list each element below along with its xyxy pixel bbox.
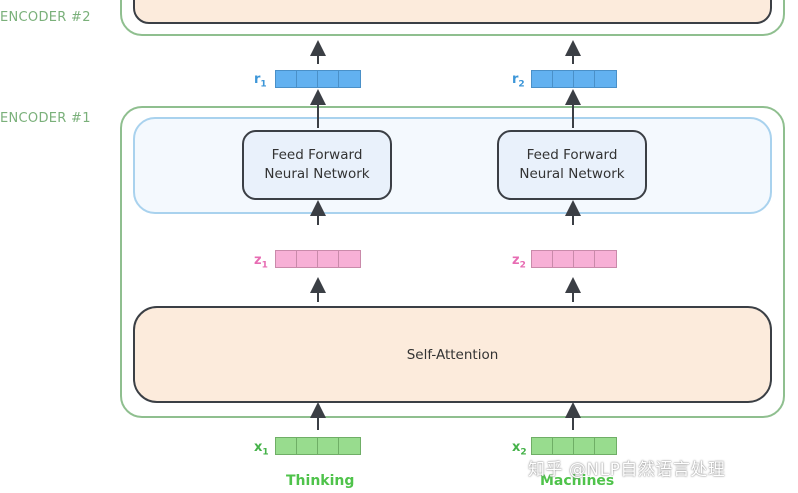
x1-vector: [275, 437, 361, 455]
x2-vector: [531, 437, 617, 455]
encoder-1-box: [120, 106, 785, 418]
self-attention-label: Self-Attention: [406, 346, 499, 363]
ff-left-line2: Neural Network: [264, 166, 370, 182]
x2-label: x2: [512, 440, 527, 458]
x1-label: x1: [254, 440, 269, 458]
word-thinking: Thinking: [286, 473, 355, 489]
watermark: 知乎 @NLP自然语言处理: [528, 460, 726, 480]
ff-right-line1: Feed Forward: [526, 147, 618, 163]
r2-label: r2: [512, 72, 525, 90]
self-attention-layer: Self-Attention: [133, 306, 772, 403]
ff-right-line2: Neural Network: [519, 166, 625, 182]
r1-label: r1: [254, 72, 267, 90]
z1-label: z1: [254, 253, 268, 271]
encoder-2-inner-layer: [133, 0, 772, 24]
encoder-2-label: ENCODER #2: [0, 10, 91, 25]
feed-forward-region: [133, 117, 772, 214]
encoder-2-box: [120, 0, 785, 36]
z2-vector: [531, 250, 617, 268]
word-machines: Machines: [540, 473, 615, 489]
encoder-1-label: ENCODER #1: [0, 111, 91, 126]
z1-vector: [275, 250, 361, 268]
feed-forward-network-right: Feed Forward Neural Network: [497, 130, 647, 200]
ff-left-line1: Feed Forward: [271, 147, 363, 163]
r1-vector: [275, 70, 361, 88]
z2-label: z2: [512, 253, 526, 271]
feed-forward-network-left: Feed Forward Neural Network: [242, 130, 392, 200]
r2-vector: [531, 70, 617, 88]
